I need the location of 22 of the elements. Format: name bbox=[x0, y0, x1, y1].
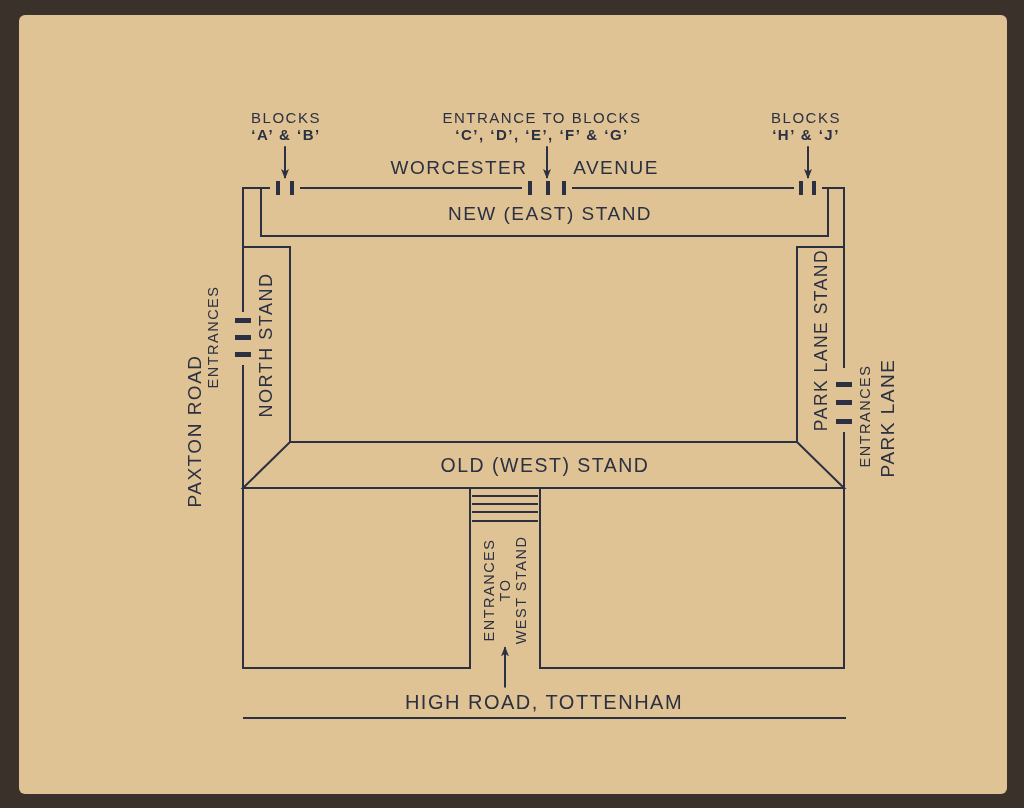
entrance-label: ENTRANCES bbox=[204, 285, 222, 389]
stand-name: PARK LANE STAND bbox=[810, 248, 832, 432]
arrow bbox=[501, 646, 509, 689]
stand-name: OLD (WEST) STAND bbox=[440, 453, 650, 477]
block-label: BLOCKS ‘A’ & ‘B’ bbox=[251, 108, 321, 144]
stand-name: NEW (EAST) STAND bbox=[447, 203, 653, 225]
street-name: PAXTON ROAD bbox=[184, 354, 206, 508]
street-name: PARK LANE bbox=[877, 358, 899, 478]
road-name: HIGH ROAD, TOTTENHAM bbox=[404, 690, 684, 714]
street-name: AVENUE bbox=[573, 157, 659, 179]
entrance-label: ENTRANCES bbox=[856, 364, 874, 468]
entrance-label: ENTRANCE TO BLOCKS ‘C’, ‘D’, ‘E’, ‘F’ & ‘G’ bbox=[442, 108, 642, 144]
arrow bbox=[804, 145, 812, 179]
arrow bbox=[281, 145, 289, 179]
stand-section bbox=[243, 442, 844, 488]
stand-name: NORTH STAND bbox=[255, 272, 277, 418]
stand-section bbox=[243, 247, 290, 442]
stand-section bbox=[261, 188, 828, 236]
block-label: BLOCKS ‘H’ & ‘J’ bbox=[771, 108, 841, 144]
stand-section bbox=[797, 247, 844, 442]
arrow bbox=[543, 145, 551, 179]
street-name: WORCESTER bbox=[390, 157, 528, 179]
